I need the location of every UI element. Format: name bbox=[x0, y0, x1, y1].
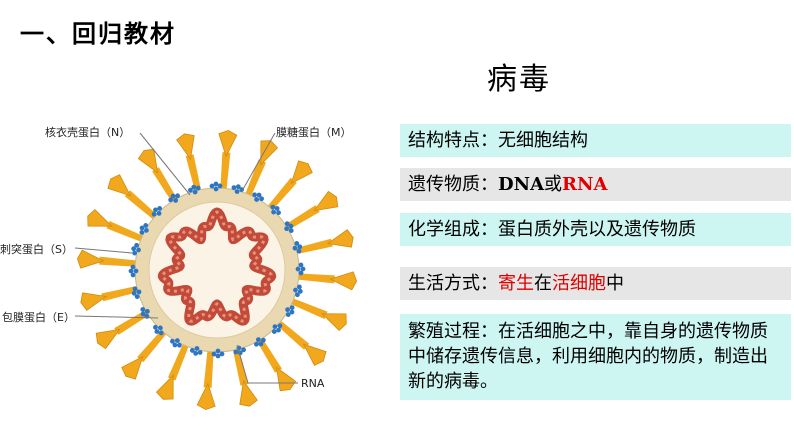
life-label: 生活方式： bbox=[408, 273, 498, 294]
spike-head bbox=[137, 148, 159, 174]
membrane-protein bbox=[292, 241, 303, 254]
membrane-protein bbox=[209, 181, 223, 192]
genetic-box: 遗传物质：DNA或RNA bbox=[400, 168, 791, 201]
membrane-proteins bbox=[128, 181, 306, 359]
section-heading: 一、回归教材 bbox=[20, 20, 176, 48]
reproduction-text: 繁殖过程：在活细胞之中，靠自身的遗传物质中储存遗传信息，利用细胞内的物质，制造出… bbox=[408, 321, 768, 392]
spike-head bbox=[321, 313, 347, 332]
membrane-protein bbox=[188, 184, 201, 195]
leader-line-n bbox=[139, 132, 191, 196]
spike-stalk bbox=[124, 190, 160, 222]
chemical-label: 化学组成： bbox=[408, 219, 498, 240]
spike-head bbox=[76, 249, 105, 269]
spike-head bbox=[326, 229, 354, 248]
spike-stalk bbox=[99, 256, 140, 267]
membrane-protein bbox=[170, 338, 182, 348]
genetic-rna: RNA bbox=[562, 174, 608, 195]
genetic-dna: DNA bbox=[498, 174, 545, 195]
structure-text: 无细胞结构 bbox=[498, 130, 588, 151]
spike-head bbox=[80, 292, 108, 311]
membrane-protein bbox=[131, 286, 142, 299]
spike-stalk bbox=[274, 318, 310, 350]
page-title: 病毒 bbox=[487, 62, 551, 97]
label-rna: RNA bbox=[301, 377, 325, 390]
spike-head bbox=[87, 208, 113, 227]
membrane-protein bbox=[151, 206, 163, 217]
spike-head bbox=[329, 271, 358, 291]
structure-box: 结构特点：无细胞结构 bbox=[400, 124, 791, 157]
chemical-box: 化学组成：蛋白质外壳以及遗传物质 bbox=[400, 213, 791, 246]
chemical-text: 蛋白质外壳以及遗传物质 bbox=[498, 219, 696, 240]
spike-stalk bbox=[106, 221, 147, 243]
spike-stalk bbox=[265, 177, 297, 213]
structure-label: 结构特点： bbox=[408, 130, 498, 151]
genetic-or: 或 bbox=[544, 174, 563, 195]
spike-stalk bbox=[287, 297, 328, 319]
spike-stalk bbox=[294, 273, 335, 284]
spike-stalk bbox=[137, 327, 169, 363]
membrane-protein bbox=[284, 221, 294, 233]
spike-proteins bbox=[76, 129, 358, 411]
spike-head bbox=[95, 328, 121, 350]
spike-head bbox=[107, 174, 132, 197]
spike-head bbox=[176, 133, 195, 161]
membrane-protein bbox=[231, 184, 245, 194]
genetic-label: 遗传物质： bbox=[408, 174, 498, 195]
reproduction-box: 繁殖过程：在活细胞之中，靠自身的遗传物质中储存遗传信息，利用细胞内的物质，制造出… bbox=[400, 314, 791, 400]
spike-head bbox=[313, 190, 339, 212]
membrane-protein bbox=[139, 223, 149, 235]
spike-stalk bbox=[168, 340, 190, 381]
life-parasite: 寄生 bbox=[498, 273, 534, 294]
membrane-protein bbox=[140, 307, 150, 319]
spike-head bbox=[196, 382, 216, 411]
label-spike-protein: 刺突蛋白（S） bbox=[0, 243, 73, 256]
leader-line-m bbox=[241, 132, 276, 192]
spike-head bbox=[218, 129, 238, 158]
rna-strand-highlight bbox=[160, 210, 274, 323]
spike-stalk bbox=[203, 347, 214, 388]
spike-head bbox=[121, 355, 144, 380]
life-mid: 中 bbox=[606, 273, 624, 294]
leader-line-s bbox=[74, 247, 133, 254]
life-in: 在 bbox=[534, 273, 552, 294]
label-envelope-protein: 包膜蛋白（E） bbox=[2, 311, 75, 324]
leader-line-e bbox=[74, 315, 159, 319]
spike-head bbox=[275, 366, 297, 392]
membrane-protein bbox=[211, 348, 225, 359]
spike-stalk bbox=[185, 154, 202, 195]
spike-stalk bbox=[220, 152, 231, 193]
membrane-protein bbox=[285, 305, 295, 317]
membrane-protein bbox=[153, 324, 164, 336]
membrane-protein bbox=[252, 192, 264, 202]
label-membrane-glycoprotein: 膜糖蛋白（M） bbox=[276, 126, 352, 139]
life-living-cell: 活细胞 bbox=[552, 273, 606, 294]
virus-diagram bbox=[74, 129, 358, 411]
spike-head bbox=[290, 160, 313, 185]
membrane-protein bbox=[293, 284, 303, 298]
leader-line-rna bbox=[236, 344, 298, 384]
spike-head bbox=[239, 379, 258, 407]
spike-stalk bbox=[292, 238, 333, 255]
spike-stalk bbox=[101, 285, 142, 302]
membrane-protein bbox=[270, 204, 281, 216]
membrane-protein bbox=[189, 346, 203, 356]
membrane-protein bbox=[295, 262, 306, 276]
membrane-protein bbox=[254, 337, 266, 347]
label-nucleocapsid: 核衣壳蛋白（N） bbox=[45, 126, 131, 139]
membrane-protein bbox=[271, 323, 283, 334]
membrane-protein bbox=[128, 264, 139, 278]
membrane-protein bbox=[168, 193, 180, 203]
spike-stalk bbox=[244, 159, 266, 200]
membrane-protein bbox=[131, 242, 141, 256]
spike-head bbox=[155, 374, 174, 400]
life-box: 生活方式：寄生在活细胞中 bbox=[400, 267, 791, 300]
spike-stalk bbox=[232, 345, 249, 386]
spike-head bbox=[302, 343, 327, 366]
